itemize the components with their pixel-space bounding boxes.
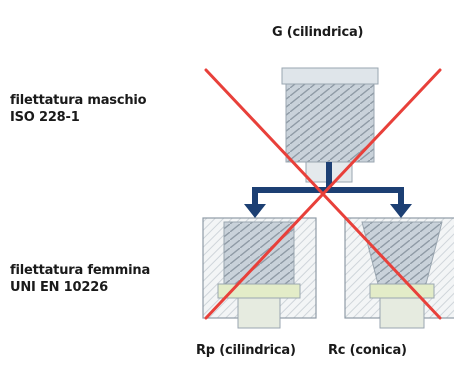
male-fitting-head [281,67,379,85]
label-male-line2: ISO 228-1 [10,110,80,125]
label-rc-conica: Rc (conica) [328,343,407,358]
rc-neck [369,283,435,299]
rp-tail [237,297,281,329]
label-female-thread: filettatura femmina UNI EN 10226 [10,262,150,296]
rp-thread [223,221,295,285]
label-male-thread: filettatura maschio ISO 228-1 [10,92,147,126]
label-male-line1: filettatura maschio [10,93,147,108]
male-fitting [281,67,379,183]
female-fitting-rp [202,217,317,329]
red-x-mark-icon [204,68,442,320]
rc-tail [379,297,425,329]
male-fitting-thread [285,83,375,163]
label-g-cilindrica: G (cilindrica) [272,25,364,40]
label-female-line1: filettatura femmina [10,263,151,278]
arrow-head-left [244,204,266,218]
label-rp-cilindrica: Rp (cilindrica) [196,343,296,358]
arrow-head-right [390,204,412,218]
label-female-line2: UNI EN 10226 [10,280,108,295]
